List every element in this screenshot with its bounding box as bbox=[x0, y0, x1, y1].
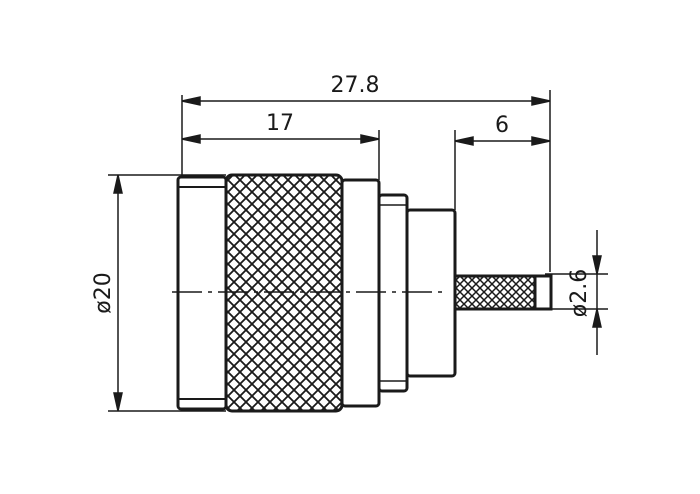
dim-body-diameter: ø20 bbox=[91, 272, 116, 313]
dim-body-length: 17 bbox=[266, 111, 294, 136]
connector-body bbox=[172, 173, 553, 413]
pin-tip bbox=[533, 274, 553, 311]
dimension-lines bbox=[108, 90, 608, 412]
rear-ring bbox=[340, 178, 381, 408]
dim-overall-length: 27.8 bbox=[331, 73, 380, 98]
knurled-nut bbox=[224, 173, 344, 413]
dim-pin-diameter: ø2.6 bbox=[567, 269, 592, 317]
center-pin bbox=[453, 274, 537, 311]
front-ring bbox=[176, 175, 228, 411]
dim-pin-length: 6 bbox=[495, 113, 509, 138]
shoulder bbox=[377, 193, 409, 393]
back-body bbox=[405, 208, 457, 378]
